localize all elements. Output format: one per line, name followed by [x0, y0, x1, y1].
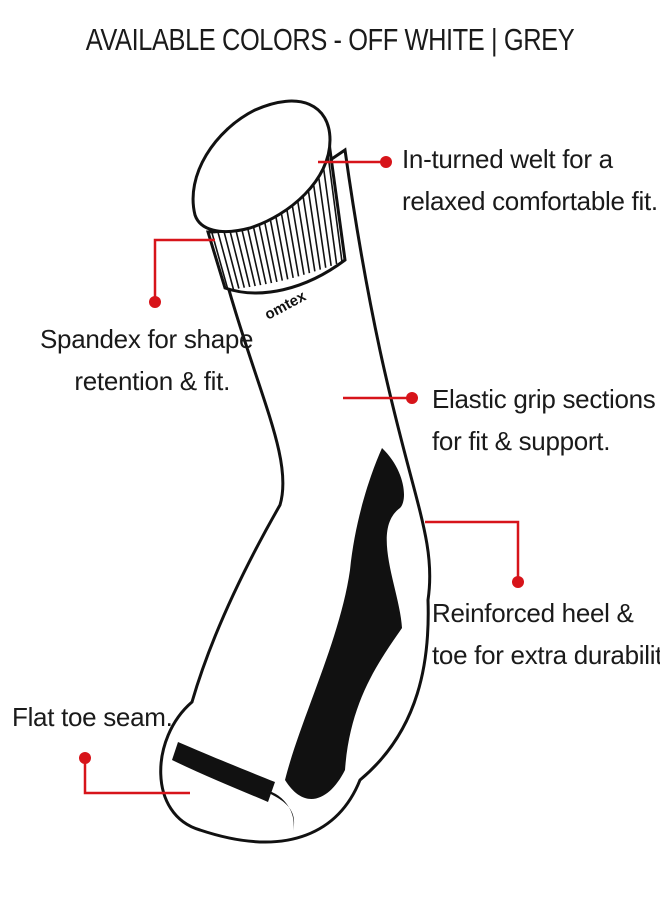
cuff-rib — [211, 232, 229, 291]
callout-heel-line-1: Reinforced heel & — [432, 598, 634, 628]
callout-heel: Reinforced heel & toe for extra durabili… — [432, 592, 660, 676]
toe-leader — [83, 760, 190, 795]
callout-spandex: Spandex for shape retention & fit. — [40, 318, 254, 402]
welt-opening — [191, 99, 332, 234]
heel-leader — [425, 520, 520, 580]
callout-dots — [79, 156, 524, 764]
cuff-rib — [327, 154, 343, 263]
callout-welt: In-turned welt for a relaxed comfortable… — [402, 138, 658, 222]
heel-dot — [512, 576, 524, 588]
cuff-rib — [216, 230, 235, 290]
cuff-rib — [233, 222, 251, 288]
spandex-dot — [149, 296, 161, 308]
callout-spandex-line-1: Spandex for shape — [40, 324, 254, 354]
callout-leaders — [83, 160, 520, 795]
callout-welt-line-2: relaxed comfortable fit. — [402, 186, 658, 216]
welt-dot — [380, 156, 392, 168]
callout-elastic: Elastic grip sections for fit & support. — [432, 378, 656, 462]
cuff-rib — [227, 225, 246, 288]
callout-elastic-line-2: for fit & support. — [432, 426, 611, 456]
elastic-dot — [406, 392, 418, 404]
cuff-rib — [222, 227, 240, 289]
cuff-rib — [316, 164, 332, 266]
callout-heel-line-2: toe for extra durability. — [432, 640, 660, 670]
callout-elastic-line-1: Elastic grip sections — [432, 384, 656, 414]
heel-reinforcement — [285, 448, 405, 799]
toe-dot — [79, 752, 91, 764]
spandex-leader — [153, 238, 215, 300]
toe-reinforcement — [172, 742, 275, 802]
callout-welt-line-1: In-turned welt for a — [402, 144, 613, 174]
callout-toe: Flat toe seam. — [12, 696, 173, 738]
callout-toe-line-1: Flat toe seam. — [12, 702, 173, 732]
cuff-rib — [321, 159, 338, 265]
callout-spandex-line-2: retention & fit. — [74, 366, 230, 396]
page-title: AVAILABLE COLORS - OFF WHITE | GREY — [85, 22, 575, 57]
